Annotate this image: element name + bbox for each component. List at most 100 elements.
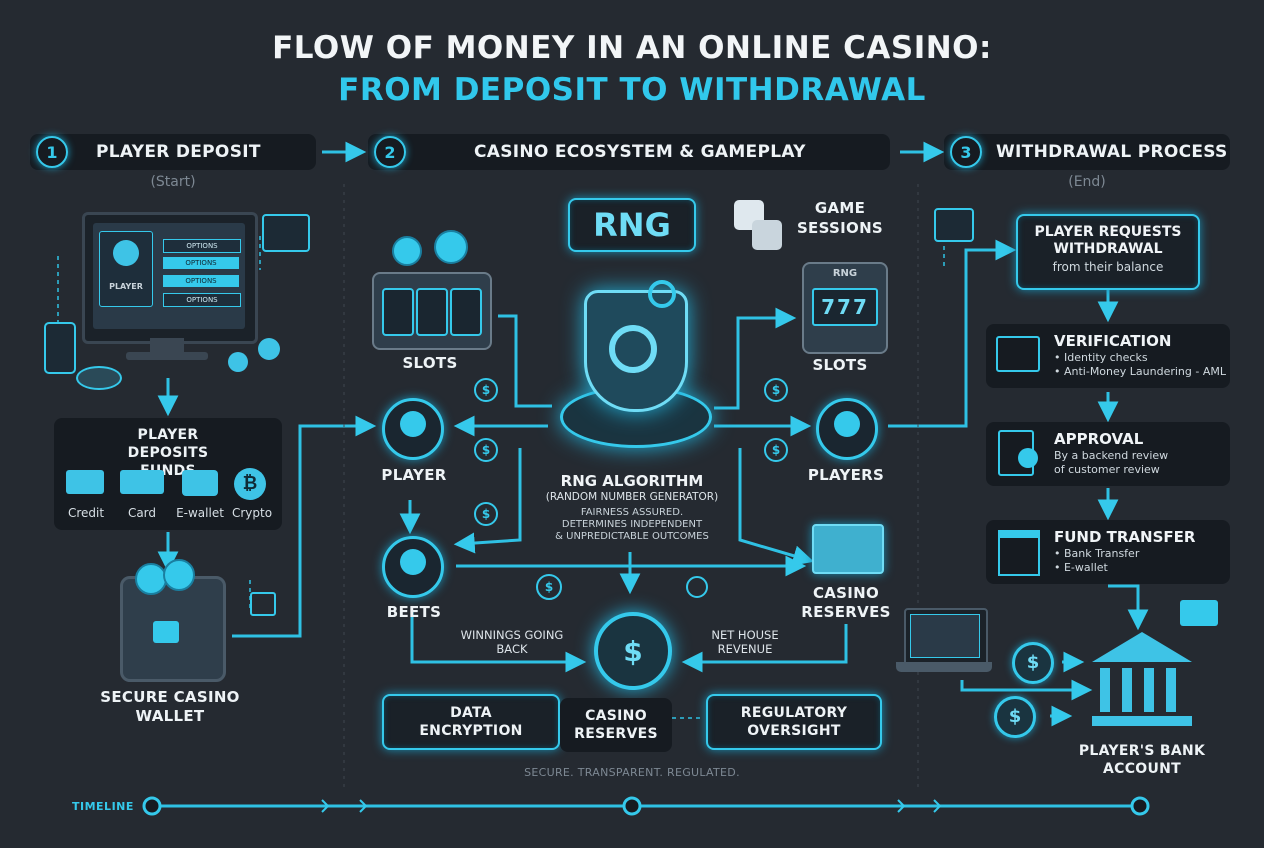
- data-encryption-label: DATA ENCRYPTION: [419, 705, 523, 739]
- rng-desc: DETERMINES INDEPENDENT: [561, 519, 703, 530]
- fund-transfer-box: FUND TRANSFER • Bank Transfer • E-wallet: [986, 520, 1230, 584]
- game-sessions-label: GAME SESSIONS: [796, 199, 884, 237]
- verification-item: • Anti-Money Laundering - AML: [1054, 365, 1226, 378]
- withdrawal-request-box: PLAYER REQUESTS WITHDRAWAL from their ba…: [1016, 214, 1200, 290]
- monitor-screen: PLAYER OPTIONS OPTIONS OPTIONS OPTIONS: [93, 223, 245, 329]
- timeline-label: TIMELINE: [72, 800, 134, 813]
- user-avatar-icon: [113, 240, 139, 266]
- laptop-base: [896, 662, 992, 672]
- dice-icon: [752, 220, 782, 250]
- card-icon: [1180, 600, 1218, 626]
- bank-building-icon: [1092, 632, 1192, 732]
- regulatory-box: REGULATORY OVERSIGHT: [706, 694, 882, 750]
- phone-icon: [44, 322, 76, 374]
- tagline: SECURE. TRANSPARENT. REGULATED.: [524, 766, 740, 779]
- slot-reels-display: 777: [812, 288, 878, 326]
- approval-detail: By a backend review of customer review: [1054, 449, 1169, 476]
- stage-1-sub: (Start): [150, 174, 196, 190]
- stage-label: CASINO ECOSYSTEM & GAMEPLAY: [474, 142, 806, 162]
- method-label: Card: [127, 506, 157, 520]
- rng-title: RNG ALGORITHM: [560, 472, 704, 490]
- credit-card-icon: [66, 470, 104, 494]
- coin-icon: [163, 559, 195, 591]
- player-card: PLAYER: [99, 231, 153, 307]
- slot-reel: [382, 288, 414, 336]
- stage-number: 1: [36, 136, 68, 168]
- secure-wallet-label: SECURE CASINO WALLET: [100, 688, 240, 725]
- slot-machine-label: RNG: [832, 268, 858, 279]
- player-node-icon: [382, 398, 444, 460]
- casino-reserves-bottom-label: CASINO RESERVES: [574, 708, 658, 742]
- rng-badge-text: RNG: [593, 206, 671, 244]
- option-button[interactable]: OPTIONS: [163, 275, 239, 287]
- bank-column: [1166, 668, 1176, 712]
- option-button[interactable]: OPTIONS: [163, 239, 241, 253]
- stage-1-header: 1 PLAYER DEPOSIT: [30, 134, 316, 170]
- coin-icon: $: [474, 378, 498, 402]
- monitor-stand: [150, 338, 184, 352]
- casino-chip-icon: [392, 236, 422, 266]
- casino-chip-icon: [434, 230, 468, 264]
- method-label: Crypto: [231, 506, 273, 520]
- stage-label: WITHDRAWAL PROCESS: [996, 142, 1228, 162]
- bank-column: [1144, 668, 1154, 712]
- slot-reel: [450, 288, 482, 336]
- slots-right-label: SLOTS: [812, 356, 868, 374]
- laptop-screen: [910, 614, 980, 658]
- slot-machine-right-icon: RNG 777: [802, 262, 888, 354]
- no-money-icon: [686, 576, 708, 598]
- option-button[interactable]: OPTIONS: [163, 257, 239, 269]
- approval-box: APPROVAL By a backend review of customer…: [986, 422, 1230, 486]
- deposit-funds-panel: PLAYER DEPOSITS FUNDS ₿ Credit Card E-wa…: [54, 418, 282, 530]
- bank-base: [1092, 716, 1192, 726]
- request-sub: from their balance: [1052, 260, 1164, 274]
- coin-icon: $: [536, 574, 562, 600]
- slots-left-label: SLOTS: [402, 354, 458, 372]
- browser-window-icon: [262, 214, 310, 252]
- bank-account-label: PLAYER'S BANK ACCOUNT: [1078, 743, 1206, 777]
- rng-desc: & UNPREDICTABLE OUTCOMES: [555, 531, 709, 542]
- casino-reserves-top-label: CASINO RESERVES: [801, 584, 891, 621]
- rng-badge: RNG: [568, 198, 696, 252]
- transfer-item: • Bank Transfer: [1054, 547, 1140, 560]
- verification-title: VERIFICATION: [1054, 332, 1172, 350]
- laptop-icon: [904, 608, 988, 666]
- user-icon: [834, 411, 860, 437]
- casino-chip-center-icon: $: [594, 612, 672, 690]
- dollar-symbol: $: [623, 634, 643, 668]
- card-icon: [120, 470, 164, 494]
- bank-column: [1100, 668, 1110, 712]
- players-node-icon: [816, 398, 878, 460]
- lock-icon: [153, 621, 179, 643]
- coin-icon: $: [994, 696, 1036, 738]
- coin-icon: [135, 563, 167, 595]
- bank-column: [1122, 668, 1132, 712]
- bitcoin-icon: ₿: [234, 468, 266, 500]
- method-label: E-wallet: [176, 506, 224, 520]
- method-label: Credit: [67, 506, 105, 520]
- stage-number: 2: [374, 136, 406, 168]
- page-title-line1: FLOW OF MONEY IN AN ONLINE CASINO:: [272, 30, 992, 66]
- casino-chip-icon: [76, 366, 122, 390]
- user-icon: [400, 411, 426, 437]
- beets-label: BEETS: [386, 603, 442, 621]
- stage-label: PLAYER DEPOSIT: [96, 142, 261, 162]
- rng-subtitle: (RANDOM NUMBER GENERATOR): [545, 491, 719, 503]
- coin-icon: $: [764, 378, 788, 402]
- option-button[interactable]: OPTIONS: [163, 293, 241, 307]
- page-title-line2: FROM DEPOSIT TO WITHDRAWAL: [338, 72, 926, 108]
- coin-icon: $: [474, 438, 498, 462]
- user-icon: [228, 352, 248, 372]
- stage-2-header: 2 CASINO ECOSYSTEM & GAMEPLAY: [368, 134, 890, 170]
- net-house-label: NET HOUSE REVENUE: [711, 628, 779, 656]
- user-icon: [258, 338, 280, 360]
- bank-icon: [998, 530, 1040, 576]
- coin-icon: $: [1012, 642, 1054, 684]
- coin-icon: $: [764, 438, 788, 462]
- players-label: PLAYERS: [807, 466, 885, 484]
- user-icon: [400, 549, 426, 575]
- casino-reserves-box: CASINO RESERVES: [560, 698, 672, 752]
- request-title: PLAYER REQUESTS WITHDRAWAL: [1034, 224, 1182, 257]
- cash-stack-icon: [812, 524, 884, 574]
